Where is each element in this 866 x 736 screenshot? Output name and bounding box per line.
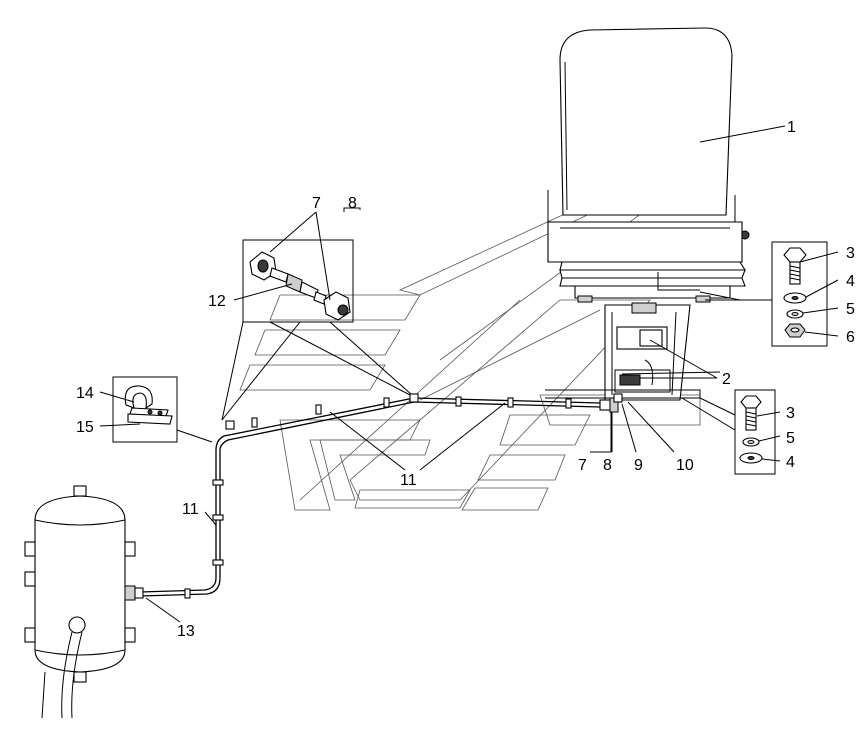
callout-3-lower: 3 (786, 405, 795, 422)
callout-2: 2 (722, 371, 731, 388)
callout-12: 12 (208, 293, 226, 310)
callout-5-lower: 5 (786, 430, 795, 447)
air-line (139, 393, 623, 599)
callout-15: 15 (76, 419, 94, 436)
hardware-box-upper (705, 241, 828, 347)
air-tank (24, 485, 181, 719)
callout-4-lower: 4 (786, 454, 795, 471)
callout-5-upper: 5 (846, 301, 855, 318)
clamp-detail-box (112, 376, 213, 443)
seat (545, 27, 750, 401)
callout-7-lower: 7 (578, 457, 587, 474)
callout-11-right: 11 (400, 472, 417, 489)
callout-8-upper: 8 (348, 195, 357, 212)
callout-14: 14 (76, 385, 94, 402)
callout-11-left: 11 (182, 501, 199, 518)
hardware-box-lower (681, 389, 776, 475)
callout-3-upper: 3 (846, 245, 855, 262)
fitting-detail-box (221, 239, 413, 421)
callout-labels: 1 2 3 4 5 6 3 5 4 7 8 12 14 15 11 11 13 … (76, 119, 855, 640)
leader-lines (99, 125, 839, 462)
callout-6: 6 (846, 329, 855, 346)
callout-10: 10 (676, 457, 694, 474)
callout-7-upper: 7 (312, 195, 321, 212)
callout-8-lower: 8 (603, 457, 612, 474)
callout-9: 9 (634, 457, 643, 474)
callout-13: 13 (177, 623, 195, 640)
callout-4-upper: 4 (846, 273, 855, 290)
callout-1: 1 (787, 119, 796, 136)
